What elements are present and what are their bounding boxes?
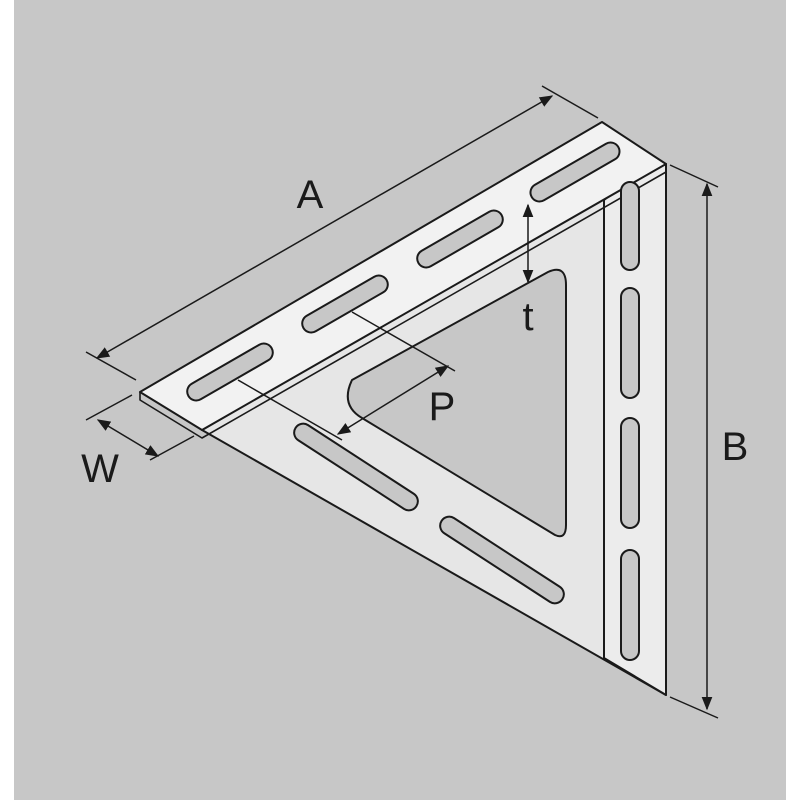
- vertical-flange-slots: [620, 181, 640, 661]
- extension-line-a-right: [541, 85, 599, 119]
- diagonal-slots: [293, 422, 565, 605]
- label-w: W: [81, 447, 119, 491]
- extension-line-w-1: [85, 394, 133, 421]
- slot: [620, 181, 640, 271]
- slot: [439, 515, 565, 605]
- slot: [620, 417, 640, 529]
- dimension-line-a: [95, 95, 554, 359]
- extension-line-p-1: [351, 311, 456, 372]
- label-a: A: [297, 173, 324, 217]
- dimension-line-p: [336, 365, 450, 435]
- label-b: B: [722, 425, 749, 469]
- label-t: t: [522, 295, 533, 339]
- label-p: P: [429, 385, 456, 429]
- slot: [620, 287, 640, 399]
- dimension-line-w: [96, 419, 160, 457]
- extension-line-b-bottom: [669, 696, 719, 719]
- extension-line-p-2: [237, 379, 343, 441]
- extension-line-a-left: [85, 351, 137, 381]
- slot: [620, 549, 640, 661]
- dimension-lines: [85, 85, 719, 719]
- slot: [293, 422, 419, 512]
